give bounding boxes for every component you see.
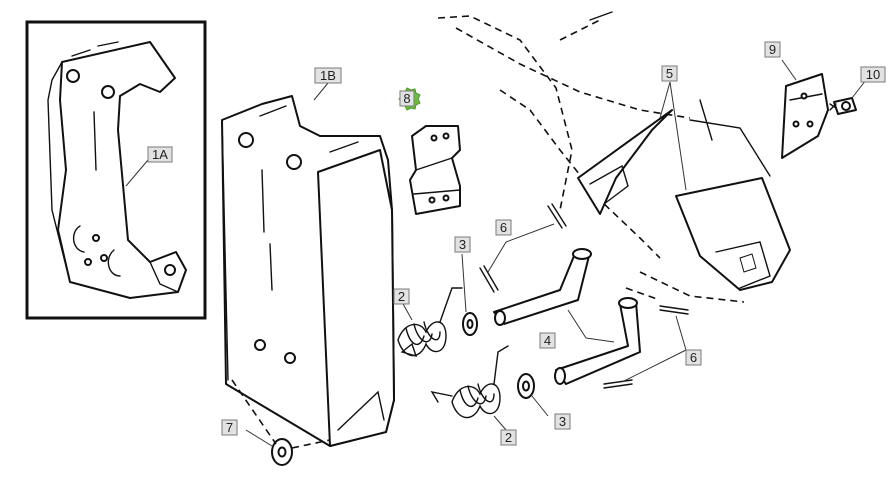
- callout-4[interactable]: 4: [539, 332, 556, 349]
- mounting-plate-5: [577, 109, 791, 291]
- svg-text:3: 3: [459, 237, 466, 252]
- svg-text:10: 10: [866, 67, 880, 82]
- svg-text:6: 6: [690, 350, 697, 365]
- pivot-pin-lower-4: [554, 297, 641, 385]
- pivot-pin-upper-4: [493, 248, 592, 326]
- svg-text:8: 8: [403, 91, 410, 106]
- side-bracket-9: [781, 73, 829, 159]
- main-support-block-1B: [221, 95, 395, 447]
- detail-inset-1A: [25, 20, 207, 320]
- callout-1A[interactable]: 1A: [147, 146, 173, 163]
- callout-6-upper[interactable]: 6: [495, 219, 512, 236]
- svg-text:1A: 1A: [152, 147, 168, 162]
- washer-lower-3: [517, 373, 535, 399]
- svg-text:3: 3: [559, 414, 566, 429]
- svg-text:2: 2: [505, 430, 512, 445]
- callout-7[interactable]: 7: [221, 419, 238, 436]
- callout-3-lower[interactable]: 3: [554, 413, 571, 430]
- svg-text:7: 7: [226, 420, 233, 435]
- svg-text:1B: 1B: [320, 68, 336, 83]
- callout-2-lower[interactable]: 2: [500, 429, 517, 446]
- callout-2-upper[interactable]: 2: [393, 288, 410, 305]
- torsion-spring-upper-2: [397, 287, 463, 358]
- callout-10[interactable]: 10: [860, 66, 886, 83]
- callout-1B[interactable]: 1B: [314, 67, 342, 84]
- svg-text:2: 2: [398, 289, 405, 304]
- callout-6-lower[interactable]: 6: [685, 349, 702, 366]
- svg-text:6: 6: [500, 220, 507, 235]
- cotter-pins-6: [479, 203, 689, 389]
- washer-upper-3: [462, 312, 478, 336]
- callout-9[interactable]: 9: [764, 41, 781, 58]
- callout-8-highlighted[interactable]: 8: [398, 87, 421, 111]
- washer-7: [271, 438, 293, 466]
- callout-5[interactable]: 5: [661, 65, 678, 82]
- hinge-bracket-8: [409, 125, 461, 215]
- svg-text:4: 4: [544, 333, 551, 348]
- frame-outline: [437, 11, 771, 303]
- callout-3-upper[interactable]: 3: [454, 236, 471, 253]
- torsion-spring-lower-2: [430, 345, 509, 419]
- bolt-10: [829, 97, 857, 115]
- svg-text:5: 5: [666, 66, 673, 81]
- svg-text:9: 9: [769, 42, 776, 57]
